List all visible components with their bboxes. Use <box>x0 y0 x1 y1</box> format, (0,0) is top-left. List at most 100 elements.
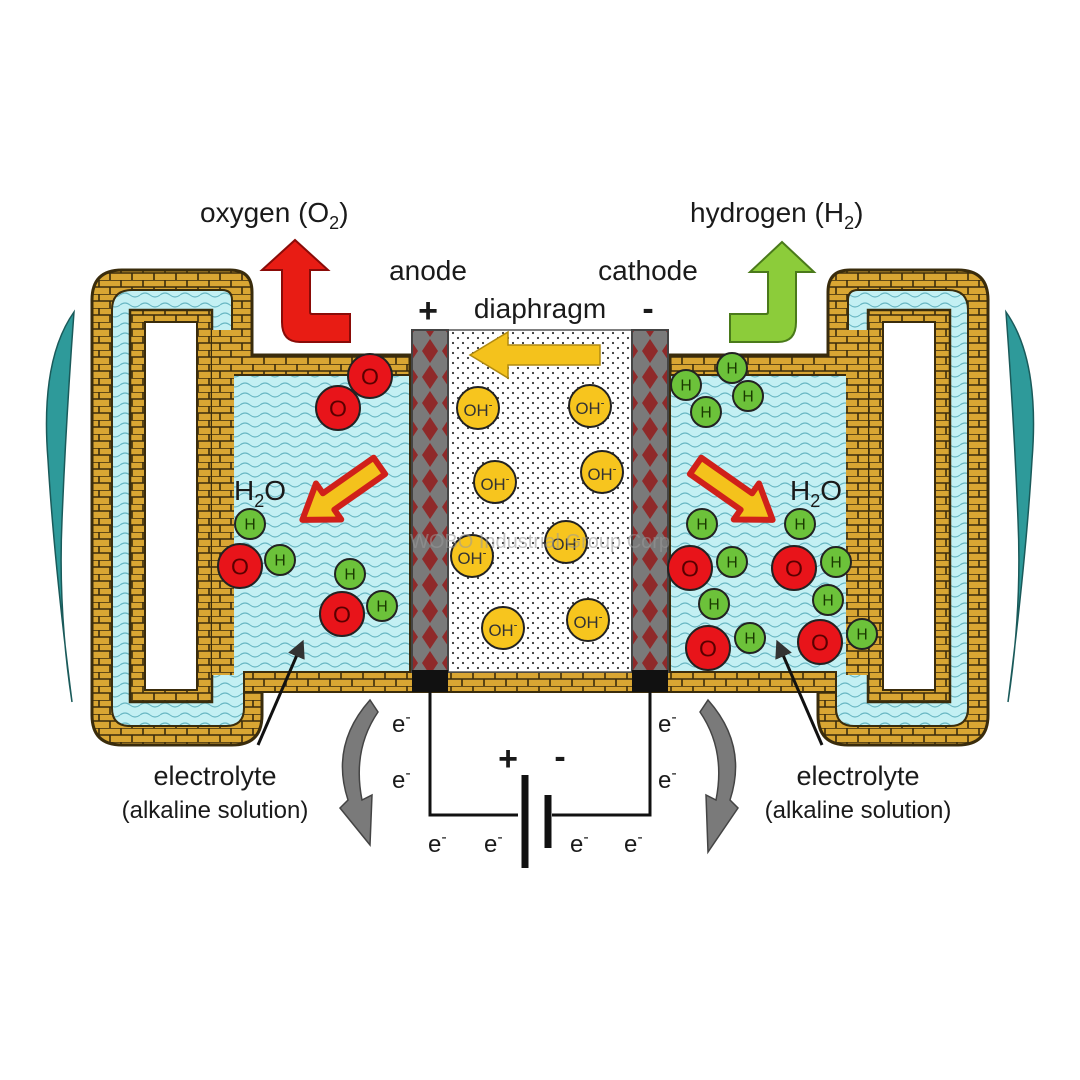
svg-text:H: H <box>856 627 867 644</box>
svg-text:O: O <box>699 635 717 661</box>
cathode-electrode <box>631 329 669 673</box>
svg-text:O: O <box>361 363 379 389</box>
battery-minus-sign: - <box>554 738 565 776</box>
svg-text:OH-: OH- <box>551 534 580 554</box>
svg-text:H: H <box>742 389 753 406</box>
hydroxide-ion: OH- <box>481 606 525 650</box>
cathode-terminal <box>632 670 668 692</box>
battery-plus-sign: + <box>498 740 518 778</box>
hydrogen-atom: H <box>366 590 398 622</box>
hydrogen-atom: H <box>690 396 722 428</box>
hydrogen-atom: H <box>686 508 718 540</box>
svg-text:H: H <box>274 553 285 570</box>
svg-text:H: H <box>680 378 691 395</box>
hydroxide-ion: OH- <box>450 534 494 578</box>
electron-label: e- <box>658 709 677 738</box>
left-alkaline-label: (alkaline solution) <box>122 797 309 824</box>
left-circulation-arrow <box>45 309 75 703</box>
svg-text:O: O <box>329 395 347 421</box>
svg-text:H: H <box>744 631 755 648</box>
left-water-arrow <box>299 454 389 523</box>
svg-text:H: H <box>830 555 841 572</box>
hydrogen-atom: H <box>784 508 816 540</box>
hydroxide-ion: OH- <box>544 520 588 564</box>
oxygen-atom: O <box>315 385 361 431</box>
right-circulation-arrow <box>1005 309 1035 703</box>
oxygen-atom: O <box>797 619 843 665</box>
right-h2o-label: H2O <box>790 475 842 511</box>
cathode-label: cathode <box>598 255 698 286</box>
oxygen-atom: O <box>217 543 263 589</box>
electron-label: e- <box>484 829 503 858</box>
svg-text:OH-: OH- <box>480 474 509 494</box>
right-electrolyte-pointer <box>775 639 824 746</box>
svg-text:OH-: OH- <box>587 464 616 484</box>
oxygen-atom: O <box>685 625 731 671</box>
hydrogen-atom: H <box>812 584 844 616</box>
anode-electrode <box>411 329 449 673</box>
electron-labels: e-e-e-e-e-e-e-e- <box>392 709 677 858</box>
svg-text:H: H <box>794 517 805 534</box>
svg-text:H: H <box>726 555 737 572</box>
hydrogen-atom: H <box>732 380 764 412</box>
svg-text:OH-: OH- <box>573 612 602 632</box>
left-electrolyte-label: electrolyte <box>153 761 276 791</box>
hydrogen-atom: H <box>264 544 296 576</box>
hydroxide-flow-arrow <box>468 330 601 380</box>
svg-text:H: H <box>244 517 255 534</box>
hydrogen-outlet-arrow <box>729 240 817 343</box>
hydrogen-label: hydrogen (H2) <box>690 197 863 233</box>
oxygen-atom: O <box>347 353 393 399</box>
svg-text:OH-: OH- <box>457 548 486 568</box>
right-alkaline-label: (alkaline solution) <box>765 797 952 824</box>
svg-text:H: H <box>726 361 737 378</box>
svg-text:O: O <box>785 555 803 581</box>
right-electrolyte-label: electrolyte <box>796 761 919 791</box>
left-h2o-label: H2O <box>234 475 286 511</box>
svg-text:O: O <box>681 555 699 581</box>
electron-label: e- <box>392 765 411 794</box>
hydrogen-atom: H <box>234 508 266 540</box>
hydrogen-atom: H <box>670 369 702 401</box>
svg-text:H: H <box>822 593 833 610</box>
hydroxide-ion: OH- <box>473 460 517 504</box>
electron-label: e- <box>624 829 643 858</box>
cathode-minus-sign: - <box>642 290 653 328</box>
svg-text:OH-: OH- <box>463 400 492 420</box>
svg-text:OH-: OH- <box>575 398 604 418</box>
diaphragm-label: diaphragm <box>474 293 606 324</box>
tank-floor <box>243 671 837 693</box>
electron-label: e- <box>428 829 447 858</box>
oxygen-label: oxygen (O2) <box>200 197 349 233</box>
hydrogen-atom: H <box>846 618 878 650</box>
hydroxide-ion: OH- <box>566 598 610 642</box>
oxygen-atom: O <box>667 545 713 591</box>
external-circuit <box>428 692 652 868</box>
svg-text:H: H <box>708 597 719 614</box>
hydrogen-atom: H <box>334 558 366 590</box>
electron-label: e- <box>658 765 677 794</box>
right-water-arrow <box>686 454 776 523</box>
svg-text:O: O <box>231 553 249 579</box>
svg-text:H: H <box>376 599 387 616</box>
electron-label: e- <box>392 709 411 738</box>
anode-terminal <box>412 670 448 692</box>
svg-text:H: H <box>700 405 711 422</box>
hydroxide-ion: OH- <box>580 450 624 494</box>
svg-text:O: O <box>811 629 829 655</box>
anode-plus-sign: + <box>418 292 438 330</box>
svg-text:OH-: OH- <box>488 620 517 640</box>
svg-text:O: O <box>333 601 351 627</box>
hydrogen-atom: H <box>734 622 766 654</box>
hydroxide-ion: OH- <box>456 386 500 430</box>
left-electrolyte-pointer <box>256 639 305 746</box>
hydroxide-ion: OH- <box>568 384 612 428</box>
oxygen-atom: O <box>319 591 365 637</box>
hydrogen-atom: H <box>820 546 852 578</box>
right-electron-arrow <box>699 698 739 855</box>
oxygen-outlet-arrow <box>259 238 351 343</box>
hydrogen-atom: H <box>698 588 730 620</box>
watermark-text: WOBO Industrial Group Corp <box>410 531 670 553</box>
